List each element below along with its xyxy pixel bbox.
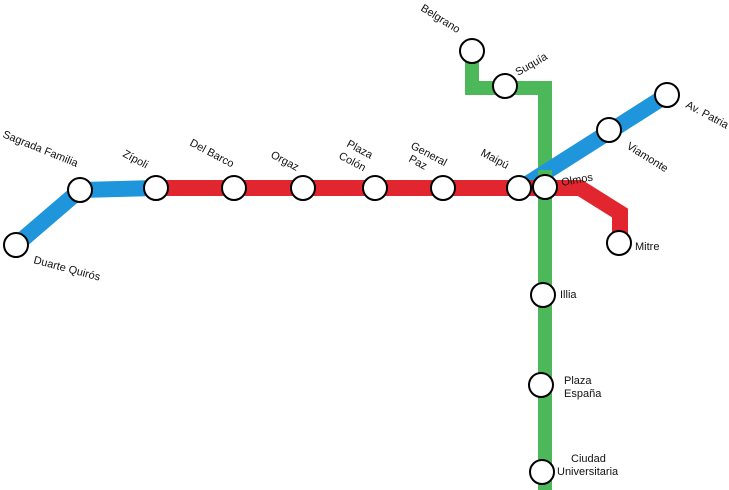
station-suquia[interactable] xyxy=(492,73,518,99)
label-maipu: Maipú xyxy=(479,147,511,172)
station-av-patria[interactable] xyxy=(654,82,680,108)
label-mitre: Mitre xyxy=(635,241,659,253)
label-viamonte: Viamonte xyxy=(624,140,670,175)
label-av-patria: Av. Patria xyxy=(684,99,729,132)
blue-line-east xyxy=(522,88,672,191)
label-ciudad-universitaria-line1: Ciudad xyxy=(571,453,606,465)
station-zipoli[interactable] xyxy=(143,175,169,201)
label-ciudad-universitaria-line2: Universitaria xyxy=(557,466,619,478)
label-plaza-espana-line1: Plaza xyxy=(564,375,592,387)
station-olmos[interactable] xyxy=(532,174,558,200)
station-plaza-colon[interactable] xyxy=(362,175,388,201)
green-line xyxy=(465,51,552,490)
station-mitre[interactable] xyxy=(606,230,632,256)
station-sagrada-familia[interactable] xyxy=(67,177,93,203)
label-suquia: Suquía xyxy=(514,50,551,78)
label-del-barco: Del Barco xyxy=(188,137,236,170)
station-duarte-quiros[interactable] xyxy=(3,232,29,258)
label-plaza-espana-line2: España xyxy=(564,388,602,400)
station-orgaz[interactable] xyxy=(290,175,316,201)
station-del-barco[interactable] xyxy=(221,175,247,201)
label-olmos: Olmos xyxy=(560,172,594,189)
label-duarte-quiros: Duarte Quirós xyxy=(32,254,102,283)
label-sagrada-familia: Sagrada Familia xyxy=(1,129,81,170)
station-maipu[interactable] xyxy=(506,175,532,201)
label-belgrano: Belgrano xyxy=(418,2,462,36)
station-belgrano[interactable] xyxy=(459,38,485,64)
station-plaza-espana[interactable] xyxy=(528,372,554,398)
label-orgaz: Orgaz xyxy=(269,149,301,174)
station-illia[interactable] xyxy=(530,282,556,308)
station-viamonte[interactable] xyxy=(596,117,622,143)
station-general-paz[interactable] xyxy=(430,175,456,201)
label-zipoli: Zípoli xyxy=(121,148,150,171)
station-ciudad-universitaria[interactable] xyxy=(529,459,555,485)
label-illia: Illia xyxy=(560,289,577,301)
